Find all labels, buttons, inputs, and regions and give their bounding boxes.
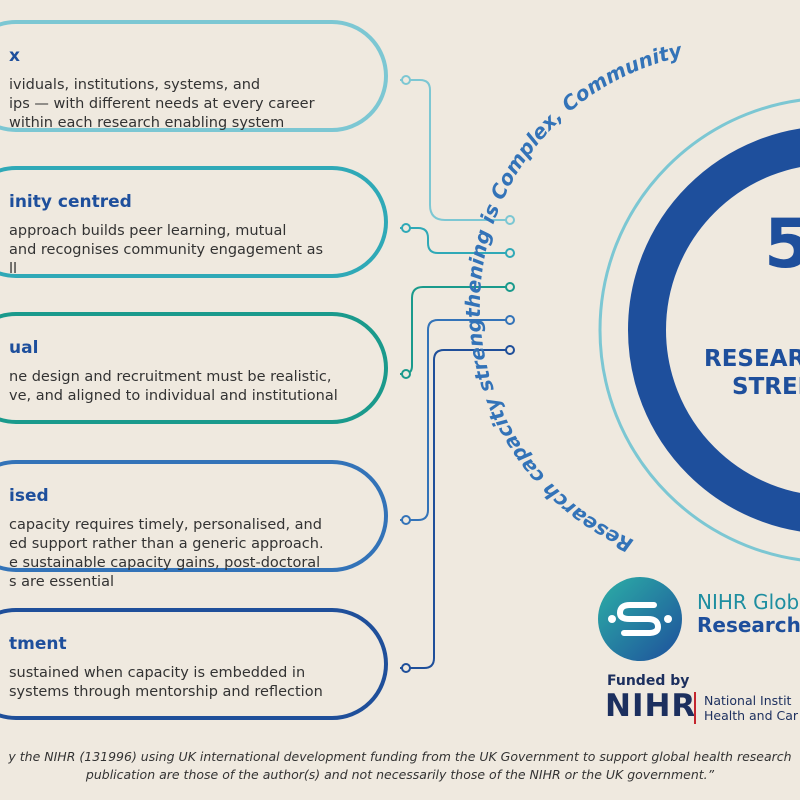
card-body: approach builds peer learning, mutual an… bbox=[9, 223, 324, 277]
card-title: ised bbox=[9, 486, 49, 506]
card-body: capacity requires timely, personalised, … bbox=[9, 517, 324, 590]
nihr-logo-wordmark: NIHR bbox=[605, 688, 697, 724]
principle-card-complex: x ividuals, institutions, systems, and i… bbox=[0, 20, 388, 132]
funded-by-label: Funded by bbox=[607, 673, 690, 689]
principle-card-contextual: ual ne design and recruitment must be re… bbox=[0, 312, 388, 424]
card-body: ividuals, institutions, systems, and ips… bbox=[9, 77, 315, 131]
logo-text-line2: Research bbox=[697, 613, 800, 637]
card-body: ne design and recruitment must be realis… bbox=[9, 369, 338, 404]
card-title: tment bbox=[9, 634, 67, 654]
card-title: inity centred bbox=[9, 192, 132, 212]
principle-card-commitment: tment sustained when capacity is embedde… bbox=[0, 608, 388, 720]
principle-card-personalised: ised capacity requires timely, personali… bbox=[0, 460, 388, 590]
nihr-full-name-line2: Health and Car bbox=[704, 708, 799, 723]
card-body: sustained when capacity is embedded in s… bbox=[9, 665, 323, 700]
nihr-global-logo-icon bbox=[598, 577, 682, 661]
nihr-divider bbox=[694, 692, 696, 724]
principle-card-community-centred: inity centred approach builds peer learn… bbox=[0, 166, 388, 278]
nihr-full-name-line1: National Instit bbox=[704, 693, 792, 708]
logo-text-line1: NIHR Glob bbox=[697, 590, 800, 614]
circle-heading-line1: RESEAR bbox=[704, 346, 800, 372]
principle-count: 5 bbox=[764, 205, 800, 284]
footer-disclaimer-line2: publication are those of the author(s) a… bbox=[85, 767, 715, 782]
card-title: x bbox=[9, 46, 20, 66]
footer-disclaimer-line1: y the NIHR (131996) using UK internation… bbox=[8, 749, 792, 764]
card-title: ual bbox=[9, 338, 39, 358]
